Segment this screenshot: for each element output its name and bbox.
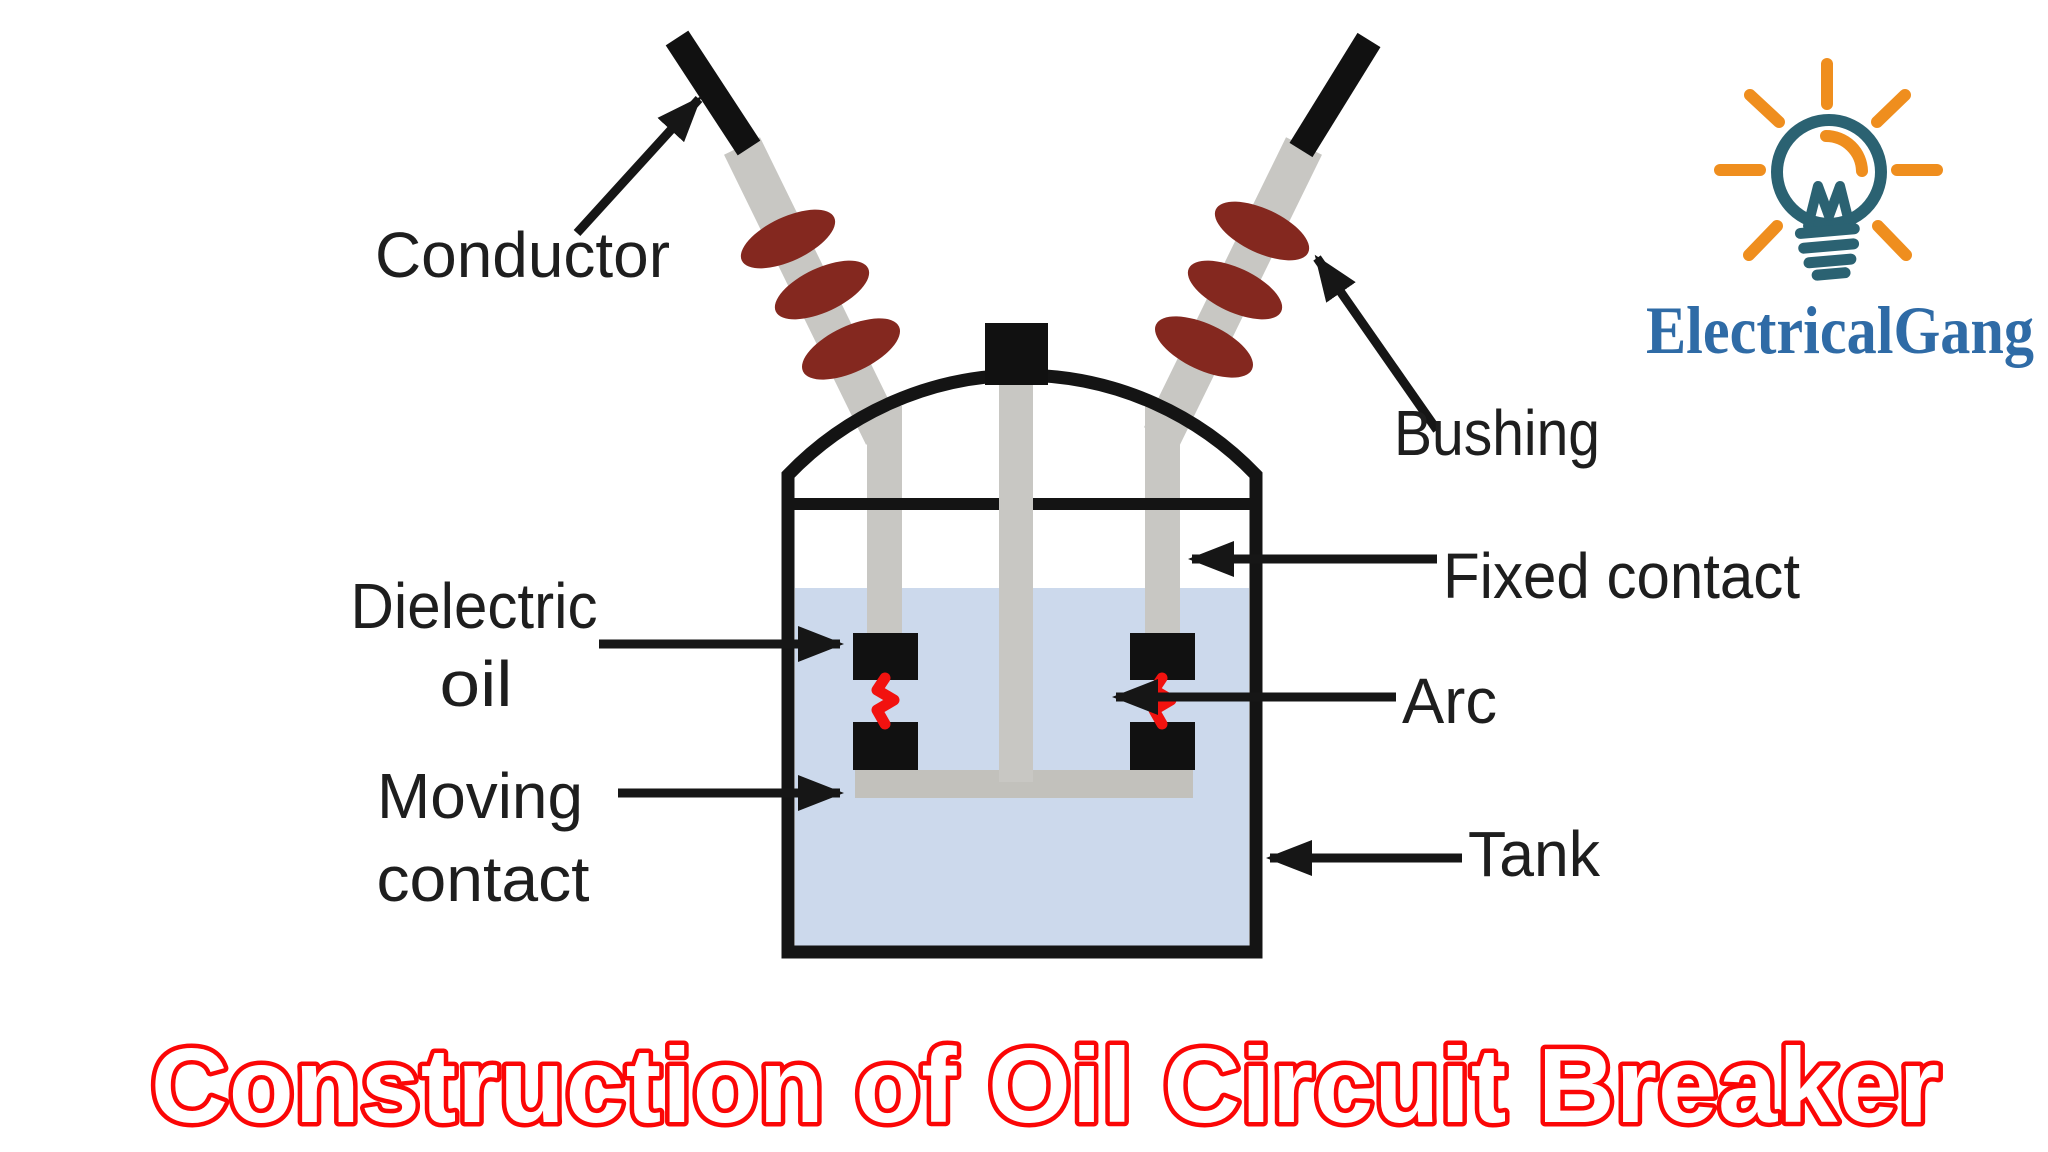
right-bushing-discs — [1154, 201, 1310, 378]
label-arc: Arc — [1402, 665, 1497, 737]
left-fixed-contact-rod — [867, 406, 902, 635]
right-moving-contact — [1130, 722, 1195, 770]
central-rod — [999, 378, 1033, 782]
left-moving-contact — [853, 722, 918, 770]
label-conductor: Conductor — [375, 219, 670, 291]
tank-group — [665, 30, 1381, 959]
right-fixed-contact — [1130, 633, 1195, 680]
brand-wordmark: ElectricalGang — [1646, 292, 2034, 368]
bulb-base — [1794, 223, 1860, 281]
bulb-highlight-arc — [1820, 130, 1868, 177]
bulb-glass — [1771, 114, 1887, 230]
right-fixed-contact-rod — [1145, 406, 1180, 635]
left-conductor-tip — [665, 30, 761, 156]
contact-blocks — [853, 633, 1195, 770]
label-bushing: Bushing — [1394, 397, 1600, 469]
label-dielectric-oil-line2: oil — [440, 648, 513, 720]
left-bushing-discs — [740, 209, 901, 380]
top-terminal-block — [985, 323, 1048, 385]
arrow-bushing — [1313, 254, 1441, 433]
right-conductor-tip — [1289, 32, 1381, 158]
label-tank: Tank — [1468, 818, 1601, 890]
left-arc-spark — [871, 672, 900, 730]
left-fixed-contact — [853, 633, 918, 680]
page-title: Construction of Oil Circuit Breaker — [151, 1027, 1941, 1145]
label-dielectric-oil-line1: Dielectric — [351, 570, 598, 642]
label-moving-contact-line2: contact — [377, 843, 590, 915]
callout-arrows — [573, 95, 1462, 876]
light-bulb-icon — [1714, 58, 1943, 281]
arrow-conductor — [573, 95, 703, 237]
bulb-rays — [1714, 58, 1943, 261]
electricalgang-logo: ElectricalGang — [1646, 58, 2034, 368]
label-moving-contact-line1: Moving — [377, 760, 583, 832]
bulb-filament — [1803, 181, 1855, 231]
label-fixed-contact: Fixed contact — [1443, 540, 1800, 612]
diagram-labels: Conductor Bushing Fixed contact Arc Tank… — [351, 219, 1801, 915]
